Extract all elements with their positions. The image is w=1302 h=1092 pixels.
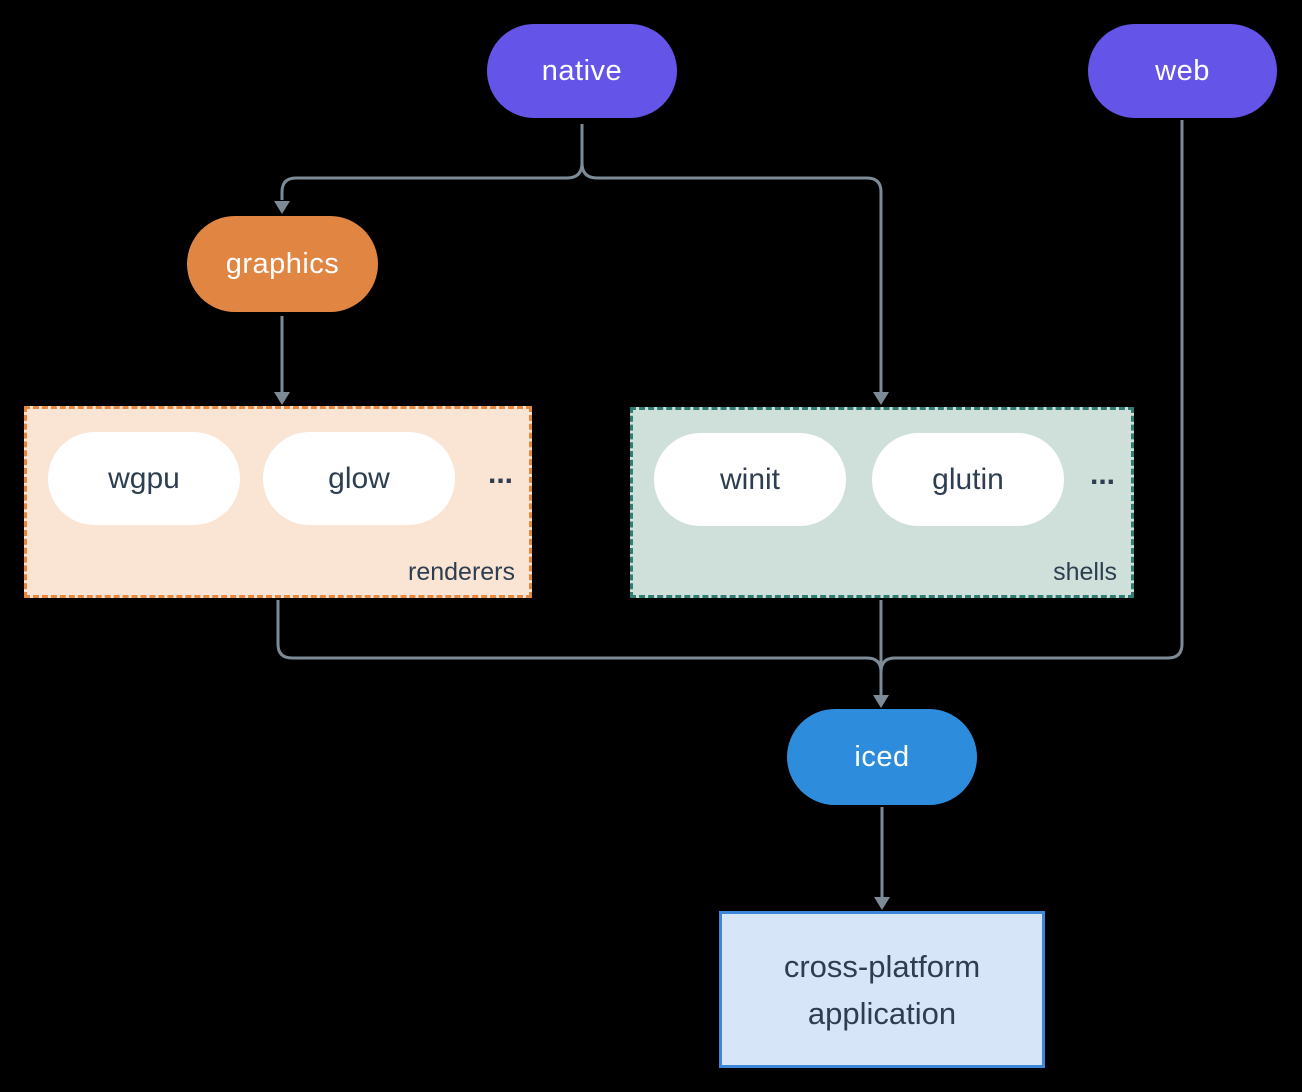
edge-web-merge	[879, 120, 1184, 673]
node-app-label: cross-platform application	[783, 948, 981, 1031]
arrowhead-graphics	[274, 201, 290, 214]
node-web-label: web	[1155, 54, 1210, 87]
node-glow-label: glow	[328, 461, 390, 495]
node-cross-platform-application: cross-platform application	[719, 911, 1045, 1068]
shells-ellipsis: ...	[1089, 458, 1115, 491]
renderers-group-label: renderers	[408, 558, 515, 586]
renderers-ellipsis: ...	[487, 457, 513, 490]
node-web: web	[1088, 24, 1277, 118]
edge-renderers-merge	[276, 600, 883, 673]
arrowhead-renderers	[274, 392, 290, 405]
node-iced-label: iced	[854, 740, 910, 773]
node-iced: iced	[787, 709, 977, 805]
node-winit-label: winit	[719, 462, 780, 496]
arrowhead-app	[874, 897, 890, 910]
edge-native-shells	[597, 176, 883, 392]
node-wgpu: wgpu	[48, 432, 240, 525]
edge-native-graphics	[280, 176, 567, 200]
group-renderers: wgpu glow ... renderers	[24, 406, 532, 598]
node-graphics-label: graphics	[225, 247, 340, 280]
node-native: native	[487, 24, 677, 118]
node-glutin-label: glutin	[932, 462, 1004, 496]
edge-fork-flare-left	[566, 162, 584, 180]
arrowhead-iced	[873, 695, 889, 708]
node-glutin: glutin	[872, 433, 1064, 526]
node-glow: glow	[263, 432, 455, 525]
edge-fork-flare-right	[580, 162, 598, 180]
group-shells: winit glutin ... shells	[630, 407, 1134, 598]
node-winit: winit	[654, 433, 846, 526]
node-native-label: native	[541, 54, 623, 87]
node-wgpu-label: wgpu	[108, 461, 180, 495]
arrowhead-shells	[873, 392, 889, 405]
shells-group-label: shells	[1053, 558, 1117, 586]
node-graphics: graphics	[187, 216, 378, 312]
